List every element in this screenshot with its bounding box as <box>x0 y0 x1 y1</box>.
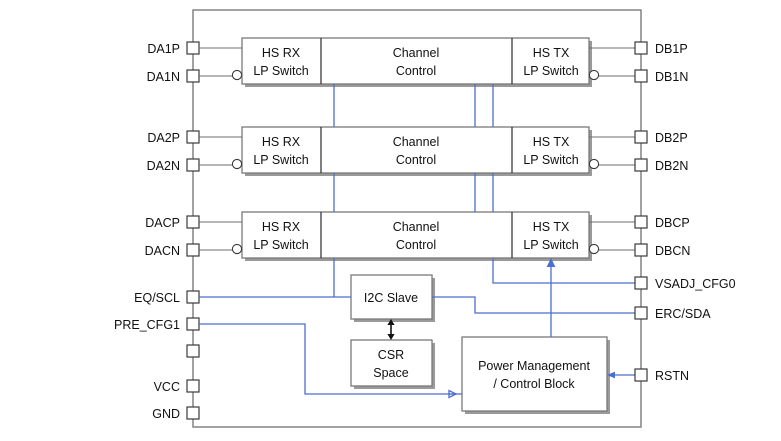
channel-1-rx-label-1: HS RX <box>262 46 301 60</box>
csr-space-block[interactable] <box>350 339 433 387</box>
rstn-arrowhead <box>607 371 615 379</box>
channel-clock-center-label-1: Channel <box>393 220 440 234</box>
channel-2-tx-label-1: HS TX <box>533 135 570 149</box>
inverting-bubble-db2n <box>588 158 600 170</box>
pin-label-dbcn: DBCN <box>655 244 690 258</box>
pin-gnd[interactable] <box>186 406 200 420</box>
pin-da2n[interactable] <box>186 158 200 172</box>
right-pins-group: DB1P DB1N DB2P DB2N DBCP DBCN <box>432 41 736 383</box>
pin-db1p[interactable] <box>634 41 648 55</box>
pin-unlabeled-left[interactable] <box>186 344 200 358</box>
pin-label-eq-scl: EQ/SCL <box>134 291 180 305</box>
pin-label-erc-sda: ERC/SDA <box>655 307 711 321</box>
channel-2-rx-label-2: LP Switch <box>253 153 308 167</box>
channel-2-center-label-2: Control <box>396 153 436 167</box>
pin-label-da1n: DA1N <box>147 70 180 84</box>
pin-erc-sda[interactable] <box>634 306 648 320</box>
pin-label-vsadj-cfg0: VSADJ_CFG0 <box>655 277 736 291</box>
channel-clock-rx-label-1: HS RX <box>262 220 301 234</box>
pin-vcc[interactable] <box>186 379 200 393</box>
pin-dbcn[interactable] <box>634 243 648 257</box>
pin-label-db2p: DB2P <box>655 131 688 145</box>
power-to-tx-control-arrow <box>546 258 556 337</box>
pin-db2p[interactable] <box>634 130 648 144</box>
pin-label-dacp: DACP <box>145 216 180 230</box>
pin-dacn[interactable] <box>186 243 200 257</box>
channel-clock-block[interactable] <box>241 211 590 259</box>
channel-1-block[interactable] <box>241 37 590 85</box>
channel-2-rx-label-1: HS RX <box>262 135 301 149</box>
csr-space-group: CSR Space <box>350 339 435 389</box>
inverting-bubble-da2n <box>231 158 243 170</box>
pin-da1n[interactable] <box>186 69 200 83</box>
pin-dacp[interactable] <box>186 215 200 229</box>
channel-clock-group: HS RX LP Switch Channel Control HS TX LP… <box>241 211 592 261</box>
inverting-bubble-db1n <box>588 69 600 81</box>
pin-label-db1n: DB1N <box>655 70 688 84</box>
channel-2-block[interactable] <box>241 126 590 174</box>
pin-eq-scl[interactable] <box>186 290 200 304</box>
pin-label-dacn: DACN <box>145 244 180 258</box>
channel-interconnect-bus <box>333 84 494 297</box>
i2c-slave-block[interactable] <box>350 274 433 320</box>
left-pins-group: DA1P DA1N DA2P DA2N DACP DACN <box>114 41 462 421</box>
pin-label-pre-cfg1: PRE_CFG1 <box>114 318 180 332</box>
channel-1-tx-label-2: LP Switch <box>523 64 578 78</box>
csr-space-label-1: CSR <box>378 348 404 362</box>
power-management-block[interactable] <box>461 336 608 412</box>
i2c-slave-group: I2C Slave <box>350 274 435 322</box>
channel-clock-tx-label-2: LP Switch <box>523 238 578 252</box>
pin-pre-cfg1[interactable] <box>186 317 200 331</box>
pin-dbcp[interactable] <box>634 215 648 229</box>
pin-label-vcc: VCC <box>154 380 180 394</box>
pin-vsadj-cfg0[interactable] <box>634 276 648 290</box>
pin-label-da1p: DA1P <box>147 42 180 56</box>
pin-da1p[interactable] <box>186 41 200 55</box>
channel-1-rx-label-2: LP Switch <box>253 64 308 78</box>
pin-label-gnd: GND <box>152 407 180 421</box>
pin-da2p[interactable] <box>186 130 200 144</box>
inverting-bubble-dbcn <box>588 243 600 255</box>
channel-2-center-label-1: Channel <box>393 135 440 149</box>
pin-label-da2p: DA2P <box>147 131 180 145</box>
power-management-group: Power Management / Control Block <box>461 336 610 414</box>
power-management-label-2: / Control Block <box>493 377 575 391</box>
pin-label-dbcp: DBCP <box>655 216 690 230</box>
i2c-csr-bidirectional-arrow <box>387 319 395 340</box>
pin-label-db2n: DB2N <box>655 159 688 173</box>
pin-db2n[interactable] <box>634 158 648 172</box>
channel-2-group: HS RX LP Switch Channel Control HS TX LP… <box>241 126 592 176</box>
pin-label-da2n: DA2N <box>147 159 180 173</box>
power-management-label-1: Power Management <box>478 359 590 373</box>
channel-1-center-label-2: Control <box>396 64 436 78</box>
channel-1-center-label-1: Channel <box>393 46 440 60</box>
inverting-bubble-dacn <box>231 243 243 255</box>
pin-db1n[interactable] <box>634 69 648 83</box>
inverting-bubble-da1n <box>231 69 243 81</box>
channel-clock-rx-label-2: LP Switch <box>253 238 308 252</box>
channel-clock-center-label-2: Control <box>396 238 436 252</box>
channel-1-group: HS RX LP Switch Channel Control HS TX LP… <box>241 37 592 87</box>
pin-label-rstn: RSTN <box>655 369 689 383</box>
i2c-slave-label: I2C Slave <box>364 291 418 305</box>
pin-label-db1p: DB1P <box>655 42 688 56</box>
csr-space-label-2: Space <box>373 366 408 380</box>
channel-clock-tx-label-1: HS TX <box>533 220 570 234</box>
pin-rstn[interactable] <box>634 368 648 382</box>
channel-1-tx-label-1: HS TX <box>533 46 570 60</box>
channel-2-tx-label-2: LP Switch <box>523 153 578 167</box>
